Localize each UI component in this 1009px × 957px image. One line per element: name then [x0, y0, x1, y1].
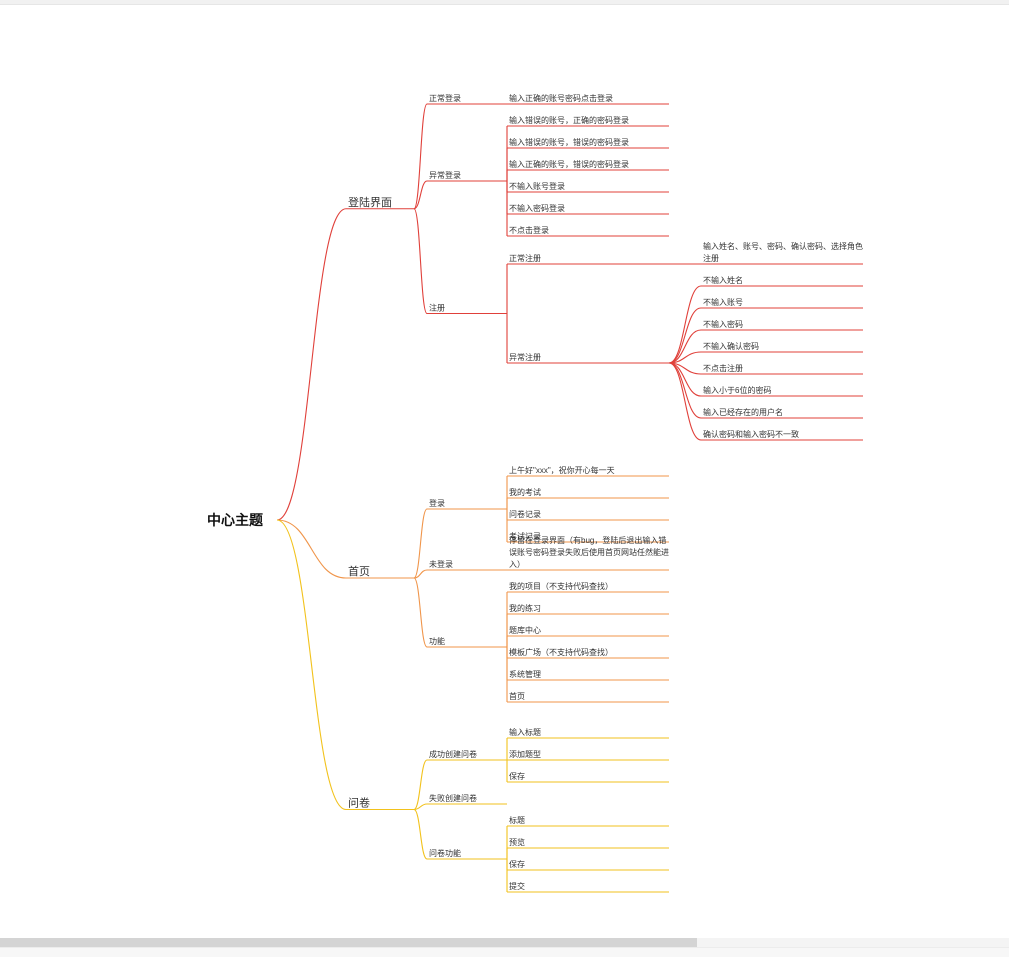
node-label[interactable]: 停留在登录界面（有bug，登陆后退出输入错 — [509, 535, 666, 545]
node-label[interactable]: 问卷功能 — [429, 848, 461, 858]
connector-line — [668, 362, 702, 419]
node-label[interactable]: 误账号密码登录失败后使用首页网站任然能进 — [509, 547, 669, 557]
node-label[interactable]: 问卷 — [348, 796, 370, 810]
node-label[interactable]: 功能 — [429, 636, 445, 646]
connector-line — [276, 519, 347, 579]
node-label[interactable]: 输入正确的账号，错误的密码登录 — [509, 159, 629, 169]
connector-line — [276, 519, 347, 811]
node-label[interactable]: 输入小于6位的密码 — [703, 385, 771, 395]
node-label[interactable]: 异常注册 — [509, 352, 541, 362]
node-label[interactable]: 正常登录 — [429, 93, 461, 103]
node-label[interactable]: 不点击注册 — [703, 363, 743, 373]
bottom-status-strip — [0, 947, 1009, 957]
connector-line — [413, 569, 428, 579]
connector-line — [413, 577, 428, 648]
connector-line — [668, 329, 702, 364]
node-label[interactable]: 我的练习 — [509, 603, 541, 613]
node-label[interactable]: 不输入姓名 — [703, 275, 743, 285]
node-label[interactable]: 不输入确认密码 — [703, 341, 759, 351]
node-label[interactable]: 输入标题 — [509, 727, 541, 737]
connector-line — [413, 103, 428, 210]
connector-line — [276, 208, 347, 521]
node-label[interactable]: 考试记录 — [509, 531, 541, 541]
connector-line — [668, 307, 702, 364]
node-label[interactable]: 问卷记录 — [509, 509, 541, 519]
mindmap-connectors — [276, 103, 863, 893]
node-label[interactable]: 成功创建问卷 — [429, 749, 477, 759]
node-label[interactable]: 标题 — [509, 815, 525, 825]
node-label[interactable]: 确认密码和输入密码不一致 — [703, 429, 799, 439]
root-topic[interactable]: 中心主题 — [207, 512, 264, 528]
node-label[interactable]: 保存 — [509, 859, 525, 869]
node-label[interactable]: 保存 — [509, 771, 525, 781]
node-label[interactable]: 输入错误的账号，正确的密码登录 — [509, 115, 629, 125]
node-label[interactable]: 不输入密码 — [703, 319, 743, 329]
node-label[interactable]: 登录 — [429, 498, 445, 508]
node-label[interactable]: 上午好"xxx"，祝你开心每一天 — [509, 465, 615, 475]
connector-line — [668, 351, 702, 364]
connector-line — [668, 362, 702, 441]
connector-line — [413, 803, 428, 811]
node-label[interactable]: 不点击登录 — [509, 225, 549, 235]
node-label[interactable]: 添加题型 — [509, 749, 541, 759]
top-toolbar-strip — [0, 0, 1009, 5]
node-label[interactable]: 不输入账号 — [703, 297, 743, 307]
node-label[interactable]: 不输入账号登录 — [509, 181, 565, 191]
connector-line — [668, 285, 702, 364]
node-label[interactable]: 输入正确的账号密码点击登录 — [509, 93, 613, 103]
connector-line — [413, 759, 428, 811]
connector-line — [413, 180, 428, 210]
node-label[interactable]: 入） — [509, 560, 525, 569]
node-label[interactable]: 失败创建问卷 — [429, 793, 477, 803]
node-label[interactable]: 系统管理 — [509, 669, 541, 679]
node-label[interactable]: 首页 — [509, 691, 525, 701]
node-label[interactable]: 异常登录 — [429, 170, 461, 180]
node-label[interactable]: 注册 — [703, 253, 719, 263]
node-label[interactable]: 输入错误的账号，错误的密码登录 — [509, 137, 629, 147]
connector-line — [413, 508, 428, 579]
node-label[interactable]: 正常注册 — [509, 253, 541, 263]
node-label[interactable]: 提交 — [509, 881, 525, 891]
node-label[interactable]: 登陆界面 — [348, 195, 392, 209]
node-label[interactable]: 未登录 — [429, 559, 453, 569]
horizontal-scrollbar-thumb[interactable] — [0, 938, 697, 947]
node-label[interactable]: 我的项目（不支持代码查找） — [509, 581, 613, 591]
node-label[interactable]: 首页 — [348, 564, 370, 578]
node-label[interactable]: 我的考试 — [509, 487, 541, 497]
node-label[interactable]: 题库中心 — [509, 625, 541, 635]
node-label[interactable]: 输入姓名、账号、密码、确认密码、选择角色 — [703, 241, 863, 251]
node-label[interactable]: 输入已经存在的用户名 — [703, 407, 783, 417]
connector-line — [413, 208, 428, 315]
node-label[interactable]: 模板广场（不支持代码查找） — [509, 647, 613, 657]
node-label[interactable]: 不输入密码登录 — [509, 203, 565, 213]
node-label[interactable]: 预览 — [509, 837, 525, 847]
node-label[interactable]: 注册 — [429, 303, 445, 313]
connector-line — [413, 808, 428, 860]
